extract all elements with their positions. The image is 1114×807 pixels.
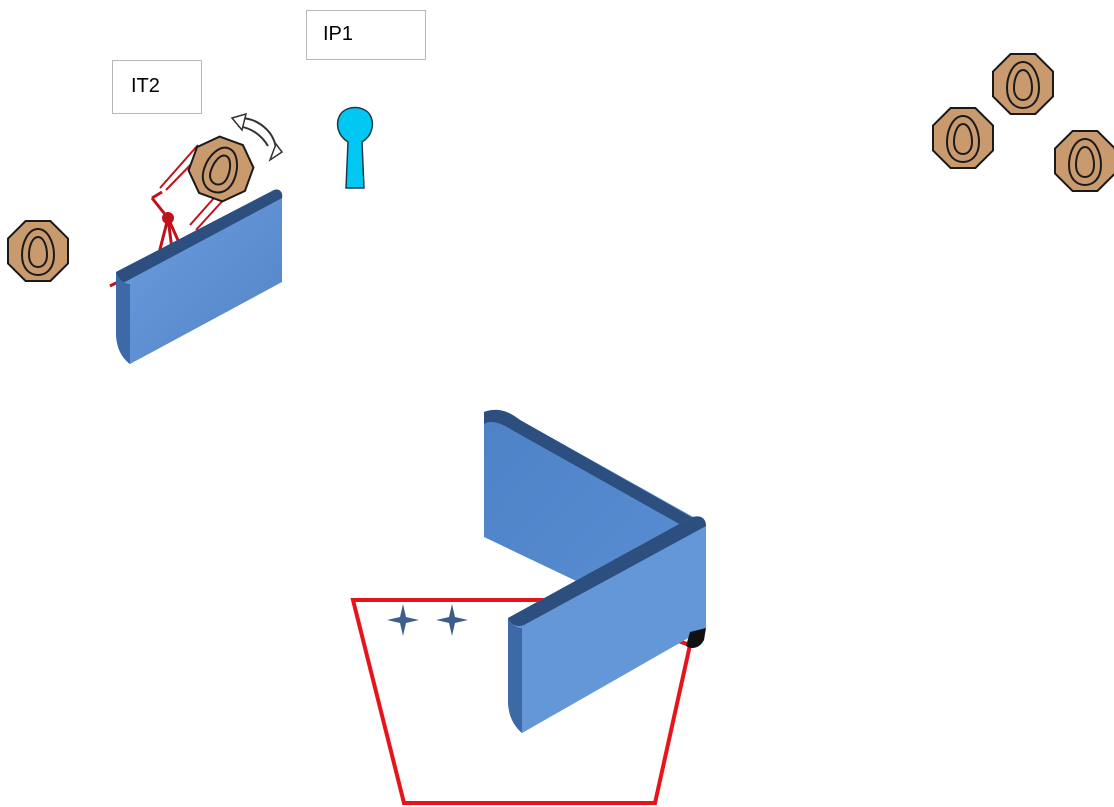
shooter-position-icon <box>336 106 374 189</box>
target-right-left-icon <box>932 107 994 169</box>
swinger-target-icon <box>181 129 261 209</box>
wall-upper-left <box>116 189 283 364</box>
label-it2: IT2 <box>112 60 202 114</box>
rotate-arrow-icon <box>230 112 284 162</box>
label-ip1: IP1 <box>306 10 426 60</box>
target-left-icon <box>7 220 69 282</box>
wall-center-front <box>508 516 706 733</box>
star-marker-icon <box>436 604 468 636</box>
target-right-top-icon <box>992 53 1054 115</box>
target-right-right-icon <box>1054 130 1114 192</box>
shooting-area-boundary <box>350 598 693 805</box>
star-marker-icon <box>387 604 419 636</box>
